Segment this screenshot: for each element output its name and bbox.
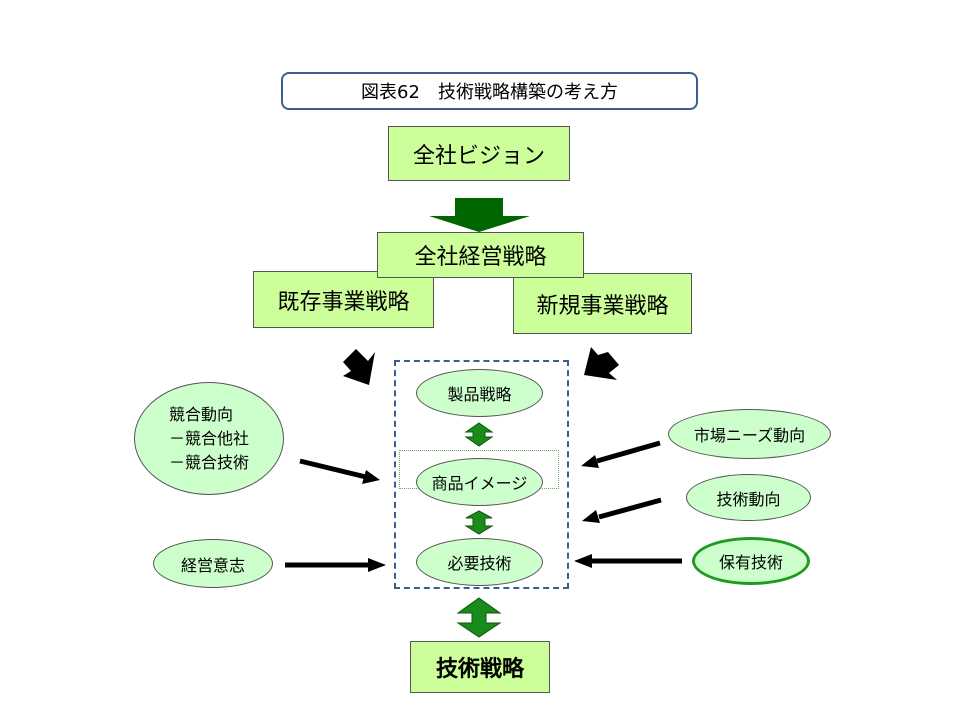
required-technology-oval: 必要技術	[416, 538, 543, 586]
management-will-oval: 経営意志	[153, 539, 273, 588]
core-to-tech-strategy-double-arrow	[456, 597, 502, 638]
image-required-tech-double-arrow	[464, 510, 494, 535]
product-strategy-oval: 製品戦略	[416, 369, 543, 417]
management-will-arrow	[368, 558, 386, 572]
competitor-technology-label: －競合技術	[168, 452, 249, 472]
competitor-companies-label: －競合他社	[168, 428, 249, 448]
competition-trend-oval: 競合動向 －競合他社 －競合技術	[134, 382, 284, 495]
owned-technology-arrow	[574, 554, 592, 568]
technology-strategy-box: 技術戦略	[410, 641, 550, 693]
owned-technology-oval: 保有技術	[692, 537, 810, 585]
market-needs-arrow	[581, 455, 599, 468]
vision-down-arrow	[429, 198, 530, 232]
technology-trend-arrow	[582, 510, 600, 523]
product-image-oval: 商品イメージ	[416, 458, 543, 506]
new-business-strategy-box: 新規事業戦略	[513, 273, 692, 334]
core-strategy-frame	[394, 360, 569, 589]
market-needs-oval: 市場ニーズ動向	[668, 409, 831, 459]
company-management-strategy-box: 全社経営戦略	[377, 232, 584, 278]
existing-business-strategy-box: 既存事業戦略	[253, 271, 434, 328]
diagram-title: 図表62 技術戦略構築の考え方	[281, 72, 698, 110]
existing-business-arrow	[343, 349, 375, 385]
product-strategy-image-double-arrow	[464, 422, 494, 447]
new-business-arrow	[584, 347, 619, 380]
competition-trend-label: 競合動向	[168, 404, 233, 424]
technology-trend-oval: 技術動向	[686, 474, 811, 521]
competition-arrow	[362, 470, 380, 484]
company-vision-box: 全社ビジョン	[388, 126, 570, 181]
